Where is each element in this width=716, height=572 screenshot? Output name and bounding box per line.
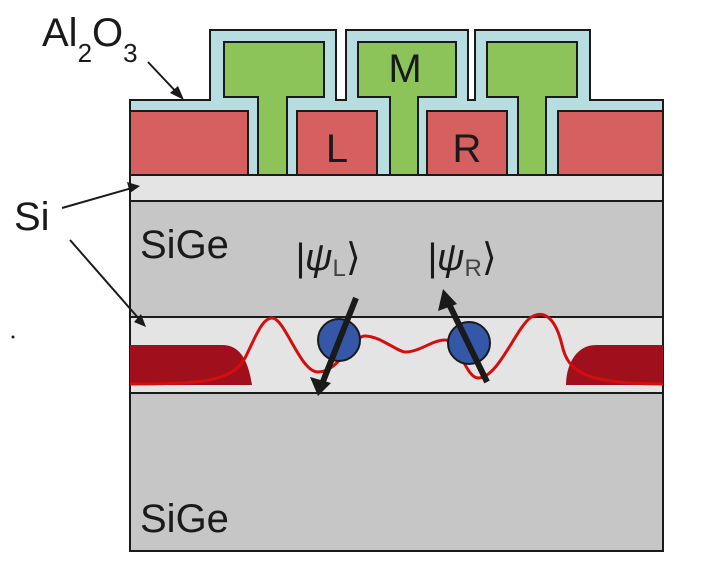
wavefunction-right-lobe (566, 345, 663, 385)
wavefunction-left-lobe (130, 345, 252, 385)
gate-l (296, 110, 378, 176)
sige-bottom-layer (129, 392, 664, 552)
gate-r (426, 110, 508, 176)
si-label: Si (14, 195, 50, 239)
si-pointer-arrowhead-well (134, 314, 146, 327)
green-gate-right (486, 41, 578, 176)
ket-psi-left: |ψL⟩ (295, 237, 361, 282)
al2o3-pointer-arrowhead (170, 86, 184, 100)
si-pointer-arrow-well (69, 239, 141, 321)
gate-r-label: R (453, 127, 482, 171)
left-screening-gate (129, 110, 249, 176)
wavefunction-curve (129, 313, 664, 386)
al2o3-label: Al2O3 (42, 11, 138, 68)
gate-m-label: M (388, 47, 421, 91)
spin-arrow-left-shaft (319, 296, 359, 386)
sige-bottom-label: SiGe (140, 497, 229, 541)
green-gate-left (223, 41, 325, 176)
si-pointer-arrowhead-cap (127, 182, 140, 193)
green-gate-middle (357, 41, 457, 176)
ket-psi-right: |ψR⟩ (427, 237, 497, 282)
spin-arrow-left-head (310, 377, 331, 396)
spin-arrow-right-shaft (445, 300, 490, 384)
stray-dot (11, 335, 15, 339)
spin-arrow-right-head (438, 289, 457, 311)
right-screening-gate (557, 110, 664, 176)
si-cap-layer (129, 174, 664, 202)
sige-top-label: SiGe (140, 223, 229, 267)
gate-l-label: L (326, 127, 348, 171)
si-pointer-arrow-cap (61, 187, 133, 209)
